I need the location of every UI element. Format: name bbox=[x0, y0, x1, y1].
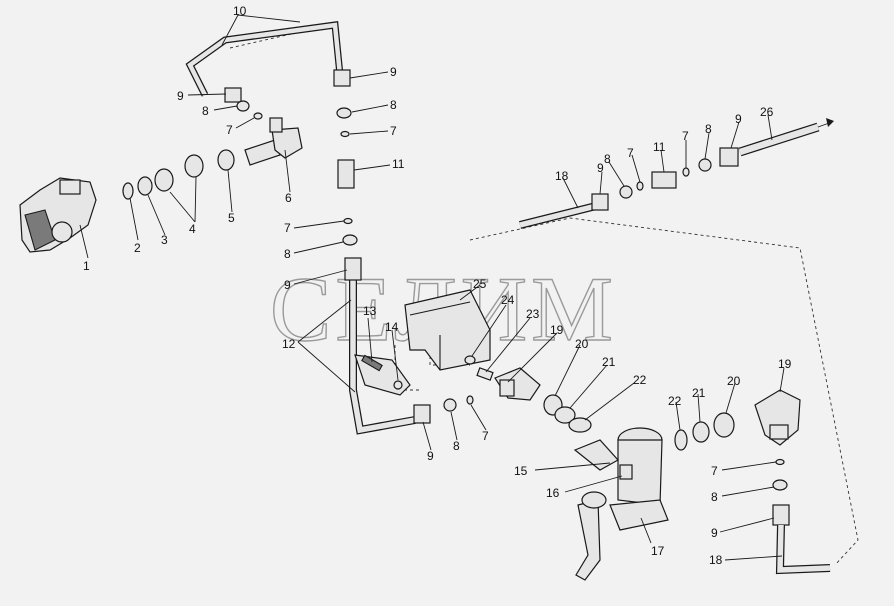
part-elbow-19-right bbox=[754, 389, 801, 446]
callout-21-a: 21 bbox=[602, 355, 616, 369]
routing-dashed-line bbox=[469, 217, 859, 566]
callout-16: 16 bbox=[546, 486, 560, 500]
callout-8-e: 8 bbox=[604, 152, 611, 166]
part-plate-14 bbox=[354, 354, 411, 396]
callout-9-g: 9 bbox=[711, 526, 718, 540]
part-nut-8-upper bbox=[619, 185, 633, 199]
part-pipe-10 bbox=[185, 21, 344, 97]
part-washer-22-right bbox=[674, 429, 688, 451]
callout-20-b: 20 bbox=[727, 374, 741, 388]
part-ring-7-left bbox=[253, 112, 263, 120]
callout-4: 4 bbox=[189, 222, 196, 236]
callout-10: 10 bbox=[233, 4, 247, 18]
callout-23: 23 bbox=[526, 307, 540, 321]
part-nut-8-low bbox=[443, 398, 457, 412]
callout-15: 15 bbox=[514, 464, 528, 478]
dashed-line-bracket-2 bbox=[429, 350, 470, 366]
leader-lines bbox=[79, 14, 785, 561]
part-valve-17 bbox=[573, 427, 669, 531]
part-bracket-25 bbox=[404, 289, 491, 371]
callout-7-d: 7 bbox=[482, 429, 489, 443]
part-nut-9-upper2 bbox=[719, 147, 739, 167]
callout-22-a: 22 bbox=[633, 373, 647, 387]
callout-8-f: 8 bbox=[705, 122, 712, 136]
callout-2: 2 bbox=[134, 241, 141, 255]
part-elbow-19-mid bbox=[494, 367, 541, 401]
part-nut-8-mid bbox=[336, 107, 352, 119]
callout-8-b: 8 bbox=[390, 98, 397, 112]
callout-9-c: 9 bbox=[284, 278, 291, 292]
part-nut-8-mid2 bbox=[342, 234, 358, 246]
part-ring-7-upper bbox=[636, 181, 644, 191]
part-nut-9-left bbox=[224, 87, 242, 103]
callout-26: 26 bbox=[760, 105, 774, 119]
callout-7-a: 7 bbox=[226, 123, 233, 137]
part-pipe-18-lower bbox=[775, 524, 831, 575]
part-lever-16 bbox=[575, 491, 607, 581]
part-adapter-11-mid bbox=[337, 159, 355, 189]
callout-8-a: 8 bbox=[202, 104, 209, 118]
part-washer-22-mid bbox=[568, 417, 592, 433]
part-pipe-18-upper bbox=[519, 201, 601, 229]
part-washers-2-5 bbox=[122, 149, 235, 200]
part-bolt-23 bbox=[476, 367, 494, 381]
part-elbow-6 bbox=[244, 117, 303, 166]
part-ring-7-upper2 bbox=[682, 167, 690, 177]
part-nut-9-low bbox=[413, 404, 431, 424]
callout-20-a: 20 bbox=[575, 337, 589, 351]
callout-7-b: 7 bbox=[390, 124, 397, 138]
callout-11-a: 11 bbox=[392, 157, 405, 171]
callout-9-f: 9 bbox=[735, 112, 742, 126]
callout-13: 13 bbox=[363, 304, 377, 318]
part-nut-8-left bbox=[236, 100, 250, 112]
callout-19-b: 19 bbox=[778, 357, 792, 371]
callout-21-b: 21 bbox=[692, 386, 706, 400]
callout-6: 6 bbox=[285, 191, 292, 205]
part-ring-7-mid bbox=[340, 130, 350, 138]
callout-5: 5 bbox=[228, 211, 235, 225]
part-coupling-head bbox=[19, 177, 97, 253]
callout-24: 24 bbox=[501, 293, 515, 307]
callout-17: 17 bbox=[651, 544, 665, 558]
callout-8-c: 8 bbox=[284, 247, 291, 261]
callout-14: 14 bbox=[385, 320, 399, 334]
callout-9-b: 9 bbox=[390, 65, 397, 79]
callout-8-d: 8 bbox=[453, 439, 460, 453]
callout-7-e: 7 bbox=[627, 146, 634, 160]
callout-3: 3 bbox=[161, 233, 168, 247]
part-nut-8-right bbox=[772, 479, 788, 491]
callout-18-a: 18 bbox=[555, 169, 569, 183]
callout-7-f: 7 bbox=[682, 129, 689, 143]
part-washer-24 bbox=[464, 355, 476, 365]
part-ring-21-mid bbox=[554, 406, 576, 424]
part-pipe-12 bbox=[344, 257, 416, 435]
callout-18-b: 18 bbox=[709, 553, 723, 567]
callout-7-g: 7 bbox=[711, 464, 718, 478]
callout-12: 12 bbox=[282, 337, 296, 351]
part-nut-9-right bbox=[772, 504, 790, 526]
callout-11-b: 11 bbox=[653, 140, 666, 154]
part-nut-20-right bbox=[713, 412, 735, 438]
part-nut-9-upper bbox=[591, 193, 609, 211]
callout-9-d: 9 bbox=[427, 449, 434, 463]
callout-9-a: 9 bbox=[177, 89, 184, 103]
callout-9-e: 9 bbox=[597, 161, 604, 175]
part-nut-9-mid bbox=[333, 69, 351, 87]
part-pipe-26 bbox=[738, 118, 834, 157]
callout-25: 25 bbox=[473, 277, 487, 291]
callout-19-a: 19 bbox=[550, 323, 564, 337]
part-nut-8-upper2 bbox=[698, 158, 712, 172]
callout-7-c: 7 bbox=[284, 221, 291, 235]
part-ring-7-low bbox=[466, 395, 474, 405]
part-ring-7-right bbox=[775, 458, 785, 466]
callout-22-b: 22 bbox=[668, 394, 682, 408]
callout-1: 1 bbox=[83, 259, 90, 273]
part-adapter-11-upper bbox=[651, 171, 677, 189]
part-ring-21-right bbox=[692, 421, 710, 443]
callouts: 1 2 3 4 5 6 10 9 8 7 9 8 7 11 7 8 9 12 1… bbox=[83, 4, 792, 567]
callout-8-g: 8 bbox=[711, 490, 718, 504]
part-ring-7-mid2 bbox=[343, 217, 353, 225]
